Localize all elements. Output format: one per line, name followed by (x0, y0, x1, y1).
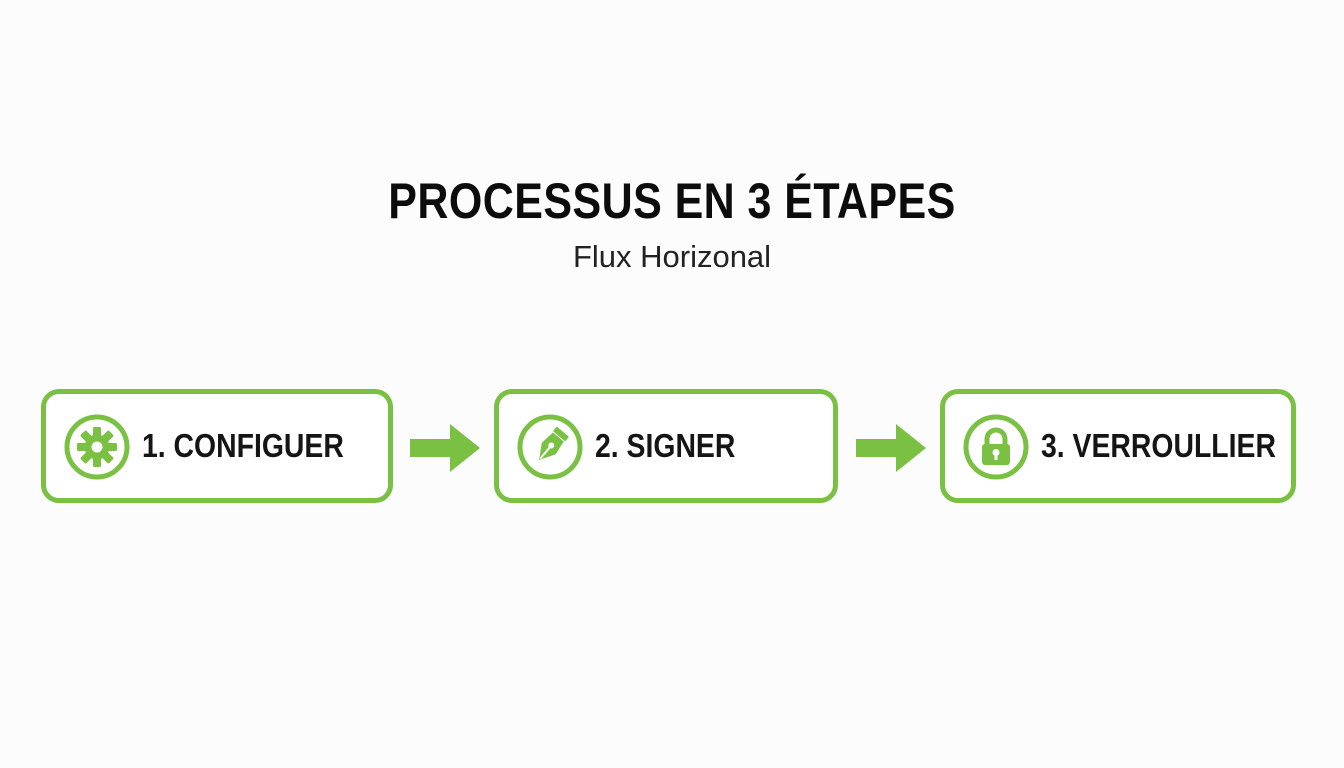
step-label-sign: 2. SIGNER (595, 427, 736, 464)
step-label-configure: 1. CONFIGUER (142, 427, 344, 464)
arrow-right-icon (856, 424, 926, 472)
gear-icon (64, 414, 130, 480)
arrow-right-icon (410, 424, 480, 472)
step-configure: 1. CONFIGUER (41, 389, 393, 503)
pen-nib-icon (517, 414, 583, 480)
step-label-lock: 3. VERROULLIER (1041, 427, 1276, 464)
diagram-title: PROCESSUS EN 3 ÉTAPES (388, 173, 956, 229)
padlock-icon (963, 414, 1029, 480)
step-lock: 3. VERROULLIER (940, 389, 1296, 503)
step-sign: 2. SIGNER (494, 389, 838, 503)
diagram-subtitle: Flux Horizonal (572, 239, 772, 274)
